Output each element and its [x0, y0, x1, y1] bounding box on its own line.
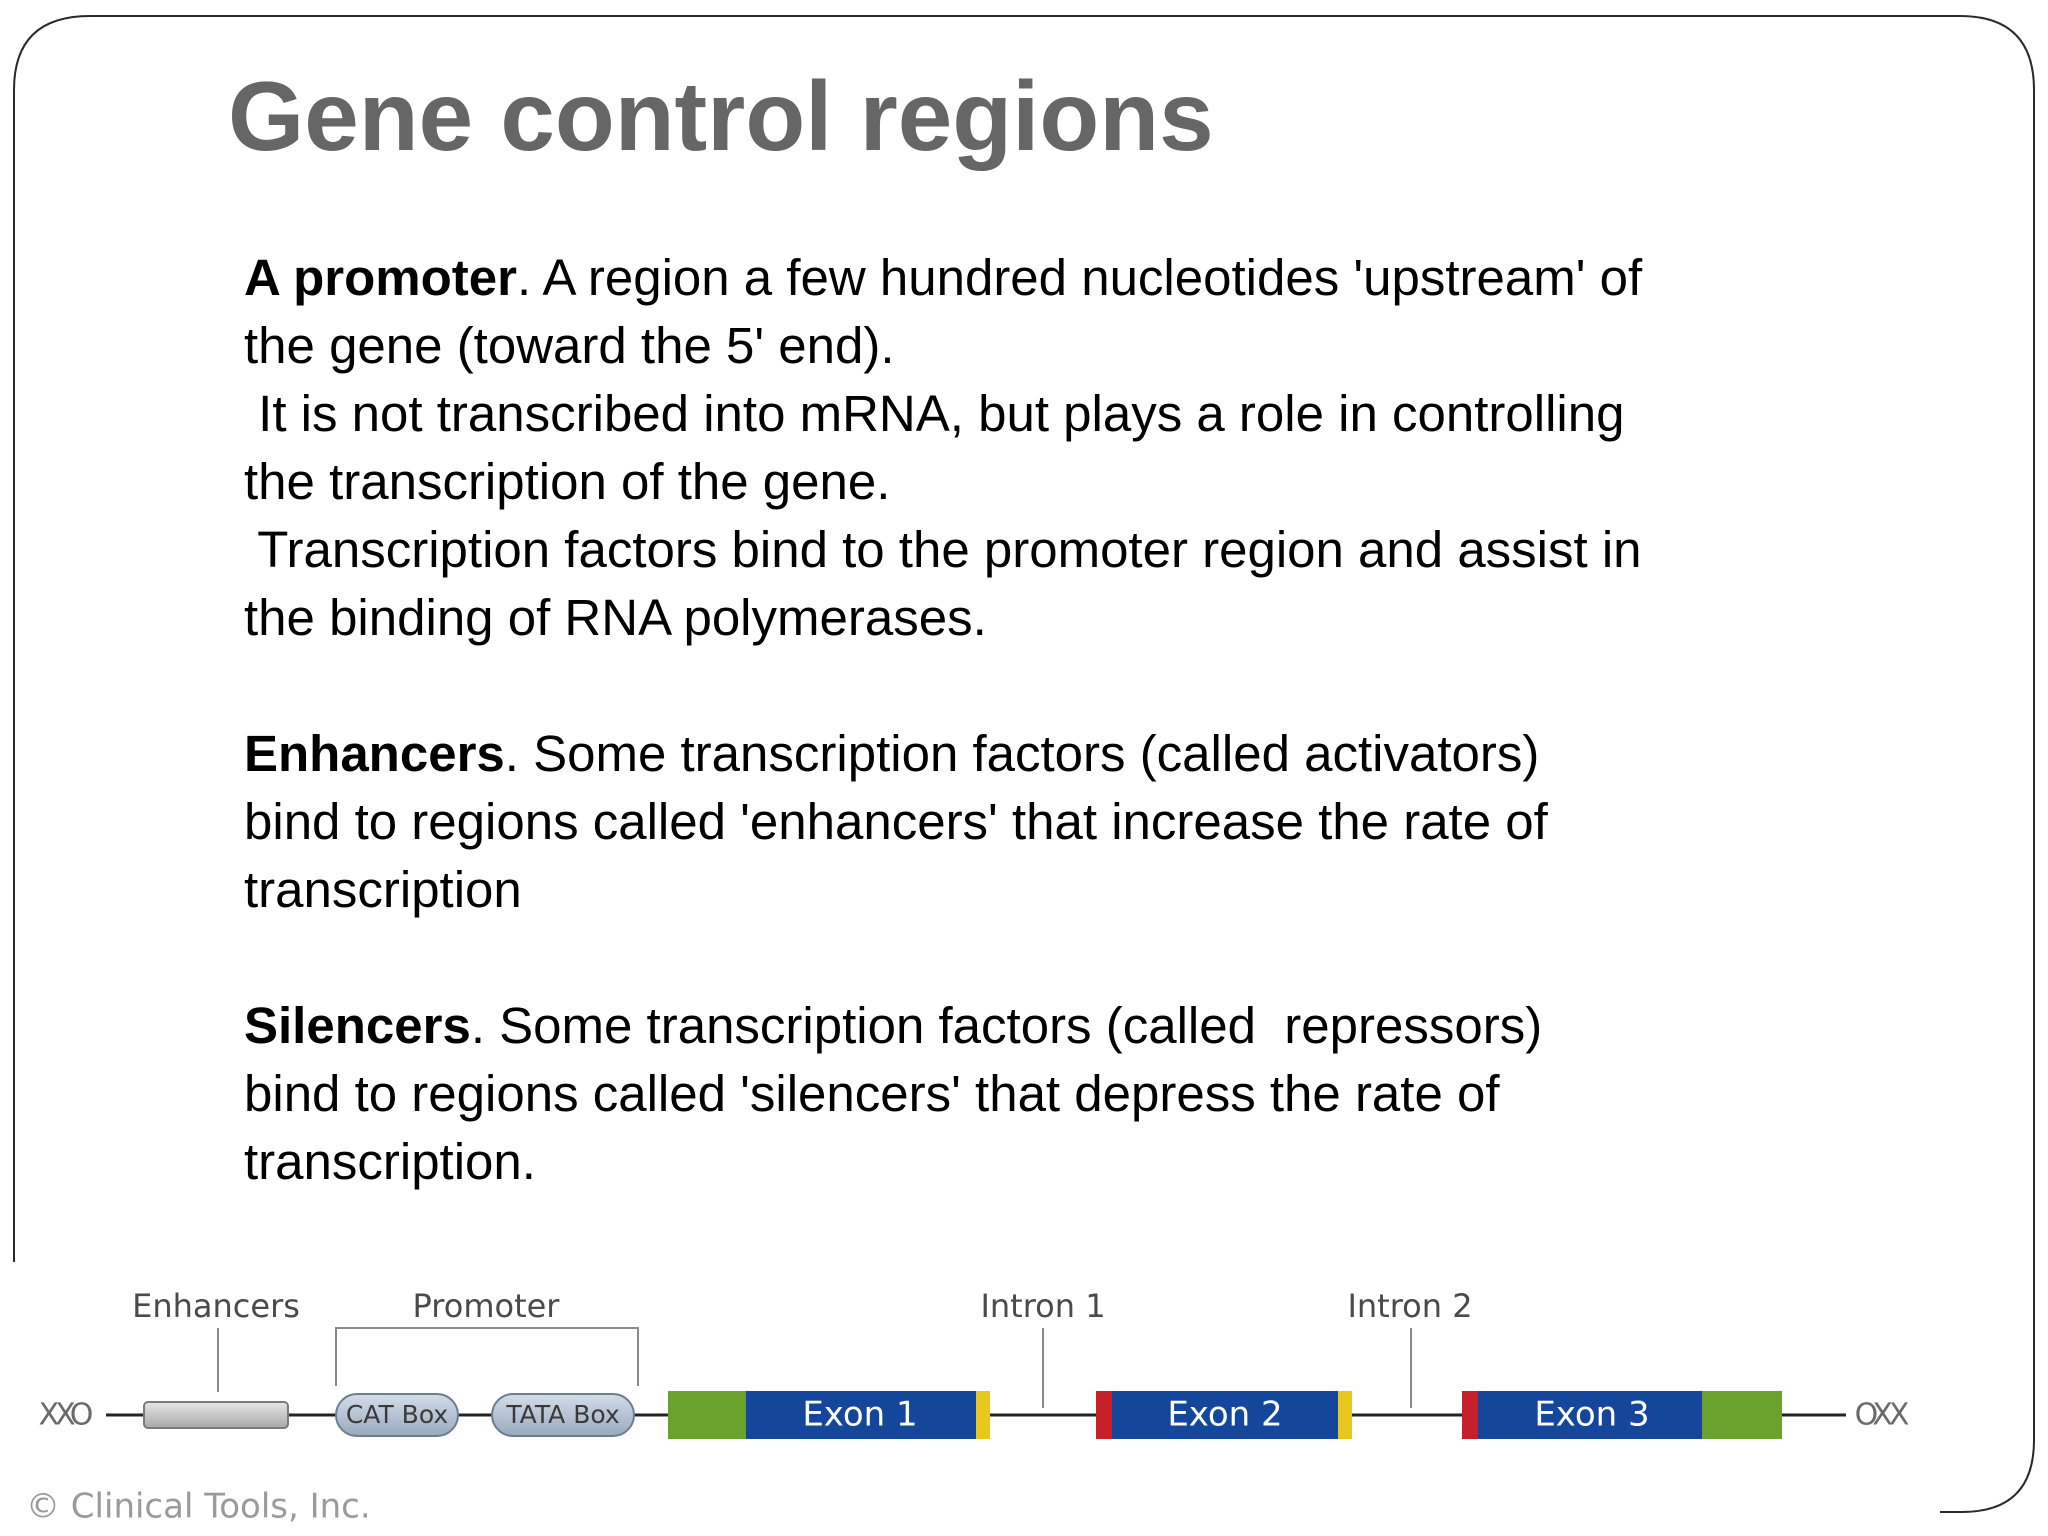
slide-body: A promoter. A region a few hundred nucle…	[244, 244, 1844, 1196]
silencers-text-line: bind to regions called 'silencers' that …	[244, 1065, 1500, 1122]
exon-1-label: Exon 1	[802, 1395, 917, 1435]
promoter-text-line: It is not transcribed into mRNA, but pla…	[244, 385, 1625, 442]
promoter-paragraph: A promoter. A region a few hundred nucle…	[244, 244, 1844, 652]
intron2-label: Intron 2	[1347, 1287, 1472, 1325]
exon-2-splice-site-right	[1338, 1391, 1352, 1439]
slide-title: Gene control regions	[228, 61, 1214, 171]
cat-box	[335, 1393, 459, 1437]
cat-box-label: CAT Box	[346, 1400, 448, 1429]
promoter-term: A promoter	[244, 249, 517, 306]
silencers-paragraph: Silencers. Some transcription factors (c…	[244, 992, 1844, 1196]
image-credit: © Clinical Tools, Inc.	[26, 1487, 371, 1527]
exon-1	[746, 1391, 976, 1439]
promoter-label: Promoter	[413, 1287, 561, 1325]
promoter-bracket	[335, 1327, 639, 1386]
silencers-text-line: transcription.	[244, 1133, 536, 1190]
promoter-text-line: the binding of RNA polymerases.	[244, 589, 987, 646]
promoter-text-line: . A region a few hundred nucleotides 'up…	[516, 249, 1643, 306]
exon-3	[1478, 1391, 1702, 1439]
exon-1-splice-site	[976, 1391, 990, 1439]
enhancers-text-line: transcription	[244, 861, 522, 918]
enhancers-text-line: bind to regions called 'enhancers' that …	[244, 793, 1548, 850]
frame-border	[13, 15, 2035, 1513]
tata-box	[491, 1393, 635, 1437]
promoter-text-line: the gene (toward the 5' end).	[244, 317, 895, 374]
exon-3-splice-site	[1462, 1391, 1478, 1439]
exon-3-label: Exon 3	[1534, 1395, 1649, 1435]
exon-2-label: Exon 2	[1167, 1395, 1282, 1435]
promoter-text-line: Transcription factors bind to the promot…	[244, 521, 1642, 578]
enhancer-region	[143, 1401, 289, 1429]
enhancers-text-line: . Some transcription factors (called act…	[504, 725, 1540, 782]
promoter-text-line: the transcription of the gene.	[244, 453, 891, 510]
utr-5-prime	[668, 1391, 746, 1439]
intron1-label: Intron 1	[980, 1287, 1105, 1325]
tata-box-label: TATA Box	[505, 1400, 619, 1429]
enhancers-term: Enhancers	[244, 725, 505, 782]
dna-end-right: OXX	[1855, 1398, 1909, 1433]
enhancers-paragraph: Enhancers. Some transcription factors (c…	[244, 720, 1844, 924]
enhancers-label: Enhancers	[132, 1287, 300, 1325]
silencers-term: Silencers	[244, 997, 471, 1054]
gene-structure-diagram: Enhancers Promoter Intron 1 Intron 2 XXO…	[26, 1287, 1913, 1527]
utr-3-prime	[1702, 1391, 1782, 1439]
exon-2-splice-site-left	[1096, 1391, 1112, 1439]
exon-2	[1112, 1391, 1338, 1439]
dna-end-left: XXO	[39, 1398, 92, 1433]
silencers-text-line: . Some transcription factors (called rep…	[470, 997, 1543, 1054]
